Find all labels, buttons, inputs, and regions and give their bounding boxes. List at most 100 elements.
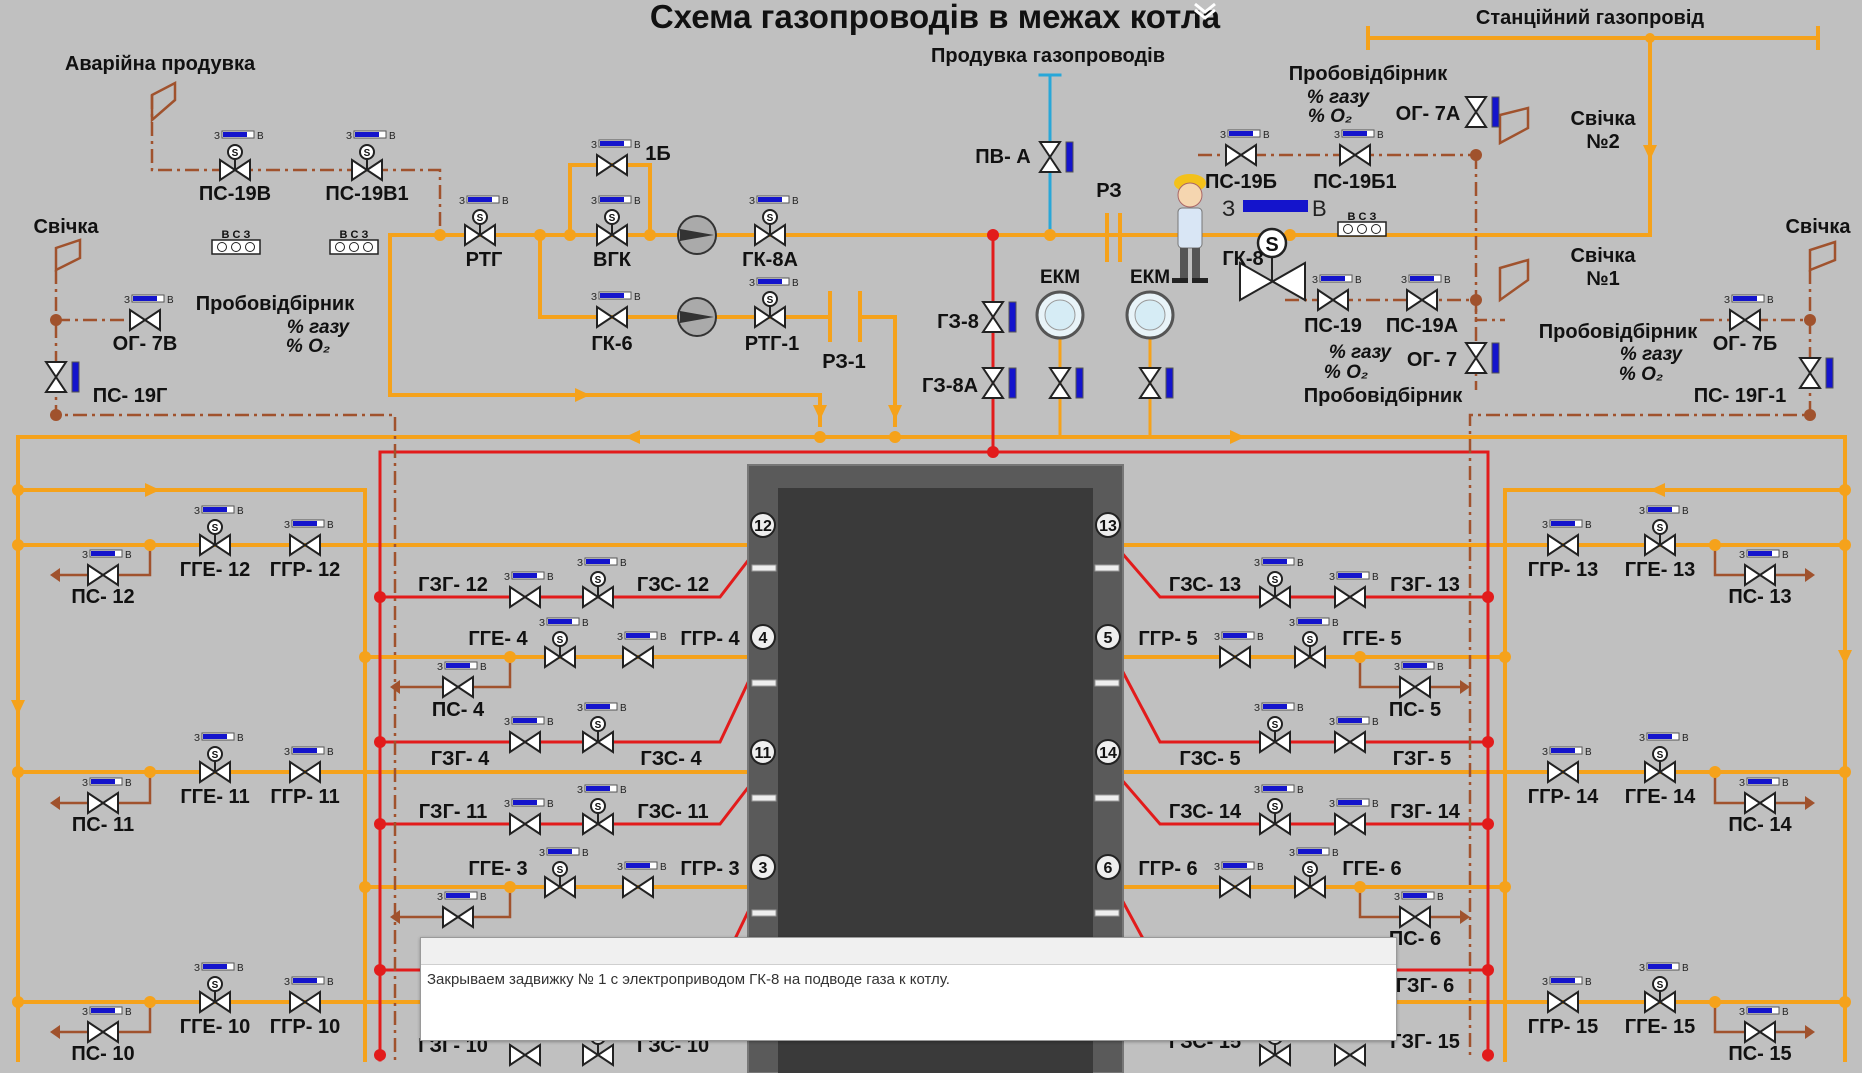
valve-ГГЕ- 3[interactable]: SЗВ — [539, 847, 589, 899]
valve-ГЗ-8А[interactable] — [981, 367, 1017, 399]
valve-ГГР- 5[interactable]: ЗВ — [1214, 631, 1264, 669]
valve-ГЗС- 14[interactable]: SЗВ — [1254, 784, 1304, 836]
valve-ПС- 6[interactable]: ЗВ — [1394, 891, 1444, 929]
valve-ГЗС- 12[interactable]: SЗВ — [577, 557, 627, 609]
valve-ГГЕ- 15[interactable]: SЗВ — [1639, 962, 1689, 1014]
svg-text:ЕКМ: ЕКМ — [1040, 267, 1080, 288]
svg-text:З: З — [214, 131, 220, 142]
burner-6[interactable]: 6 — [1095, 854, 1121, 880]
label: ГЗГ- 15 — [1390, 1031, 1460, 1053]
valve-ПС- 4[interactable]: ЗВ — [437, 661, 487, 699]
valve-ПС- 5[interactable]: ЗВ — [1394, 661, 1444, 699]
valve-ГЗГ- 12[interactable]: ЗВ — [504, 571, 554, 609]
valve-ekm-2[interactable] — [1138, 367, 1174, 399]
valve-ГЗС- 11[interactable]: SЗВ — [577, 784, 627, 836]
valve-ОГ- 7А[interactable] — [1464, 96, 1500, 128]
valve-ГЗ-8[interactable] — [981, 301, 1017, 333]
label: ГГЕ- 3 — [468, 858, 527, 880]
valve-ГГР- 13[interactable]: ЗВ — [1542, 519, 1592, 557]
valve-ГГР- 15[interactable]: ЗВ — [1542, 976, 1592, 1014]
valve-ГЗГ- 14[interactable]: ЗВ — [1329, 798, 1379, 836]
svg-text:В: В — [257, 131, 264, 142]
label: ГЗГ- 5 — [1393, 748, 1452, 770]
valve-ПС- 19Г[interactable] — [44, 361, 80, 393]
svg-text:В: В — [547, 799, 554, 810]
valve-ГЗГ- 4[interactable]: ЗВ — [504, 716, 554, 754]
label: ВГК — [593, 249, 632, 271]
valve-ГГЕ- 4[interactable]: SЗВ — [539, 617, 589, 669]
burner-11[interactable]: 11 — [750, 739, 776, 765]
svg-text:В: В — [1585, 520, 1592, 531]
valve-ОГ- 7Б[interactable]: ЗВ — [1724, 294, 1774, 332]
burner-14[interactable]: 14 — [1095, 739, 1121, 765]
mini-panel-2[interactable]: В С З — [329, 229, 379, 255]
burner-4[interactable]: 4 — [750, 624, 776, 650]
valve-ГГР- 11[interactable]: ЗВ — [284, 746, 334, 784]
gk8-main-valve[interactable]: S — [1239, 227, 1306, 302]
svg-text:З: З — [459, 196, 465, 207]
valve-ПВ- А[interactable] — [1038, 141, 1074, 173]
valve-ПС- 19Г-1[interactable] — [1798, 357, 1834, 389]
valve-ГГЕ- 14[interactable]: SЗВ — [1639, 732, 1689, 784]
burner-12[interactable]: 12 — [750, 512, 776, 538]
valve-ГГР- 12[interactable]: ЗВ — [284, 519, 334, 557]
valve-ГГР- 4[interactable]: ЗВ — [617, 631, 667, 669]
valve-ГЗГ- 13[interactable]: ЗВ — [1329, 571, 1379, 609]
mini-panel-1[interactable]: В С З — [211, 229, 261, 255]
svg-text:S: S — [1272, 802, 1279, 813]
burner-5[interactable]: 5 — [1095, 624, 1121, 650]
burner-3[interactable]: 3 — [750, 854, 776, 880]
valve-ГГЕ- 10[interactable]: SЗВ — [194, 962, 244, 1014]
valve-ГГР- 14[interactable]: ЗВ — [1542, 746, 1592, 784]
valve-ПС- 10[interactable]: ЗВ — [82, 1006, 132, 1044]
label: Пробовідбірник — [1539, 321, 1698, 343]
label: Свічка — [33, 216, 99, 238]
mini-panel-3[interactable]: В С З — [1337, 211, 1387, 237]
svg-text:В: В — [502, 196, 509, 207]
valve-ПС- 11[interactable]: ЗВ — [82, 777, 132, 815]
svg-text:З: З — [1394, 662, 1400, 673]
valve-ГЗГ- 5[interactable]: ЗВ — [1329, 716, 1379, 754]
valve-ГГЕ- 5[interactable]: SЗВ — [1289, 617, 1339, 669]
valve-ОГ- 7В[interactable]: ЗВ — [124, 294, 174, 332]
valve-ГГЕ- 12[interactable]: SЗВ — [194, 505, 244, 557]
valve-ГГЕ- 13[interactable]: SЗВ — [1639, 505, 1689, 557]
label: ОГ- 7В — [113, 333, 178, 355]
svg-text:S: S — [557, 635, 564, 646]
valve-ГГР- 3[interactable]: ЗВ — [617, 861, 667, 899]
label: ГЗГ- 14 — [1390, 801, 1461, 823]
svg-text:S: S — [595, 575, 602, 586]
valve-ГЗС- 5[interactable]: SЗВ — [1254, 702, 1304, 754]
valve-ПС- 14[interactable]: ЗВ — [1739, 777, 1789, 815]
valve-ГЗС- 13[interactable]: SЗВ — [1254, 557, 1304, 609]
valve-ПС- 12[interactable]: ЗВ — [82, 549, 132, 587]
valve-ПС- 13[interactable]: ЗВ — [1739, 549, 1789, 587]
valve-ekm-1[interactable] — [1048, 367, 1084, 399]
svg-text:З: З — [749, 196, 755, 207]
valve-ГГЕ- 11[interactable]: SЗВ — [194, 732, 244, 784]
valve-ГЗГ- 11[interactable]: ЗВ — [504, 798, 554, 836]
valve-ГЗС- 4[interactable]: SЗВ — [577, 702, 627, 754]
valve-ГГР- 10[interactable]: ЗВ — [284, 976, 334, 1014]
label: ГЗС- 4 — [640, 748, 702, 770]
valve-ГГР- 6[interactable]: ЗВ — [1214, 861, 1264, 899]
valve-ГГЕ- 6[interactable]: SЗВ — [1289, 847, 1339, 899]
valve-ПС- 15[interactable]: ЗВ — [1739, 1006, 1789, 1044]
chevron-down-icon[interactable] — [1190, 0, 1220, 22]
valve-ОГ- 7[interactable] — [1464, 342, 1500, 374]
burner-13[interactable]: 13 — [1095, 512, 1121, 538]
